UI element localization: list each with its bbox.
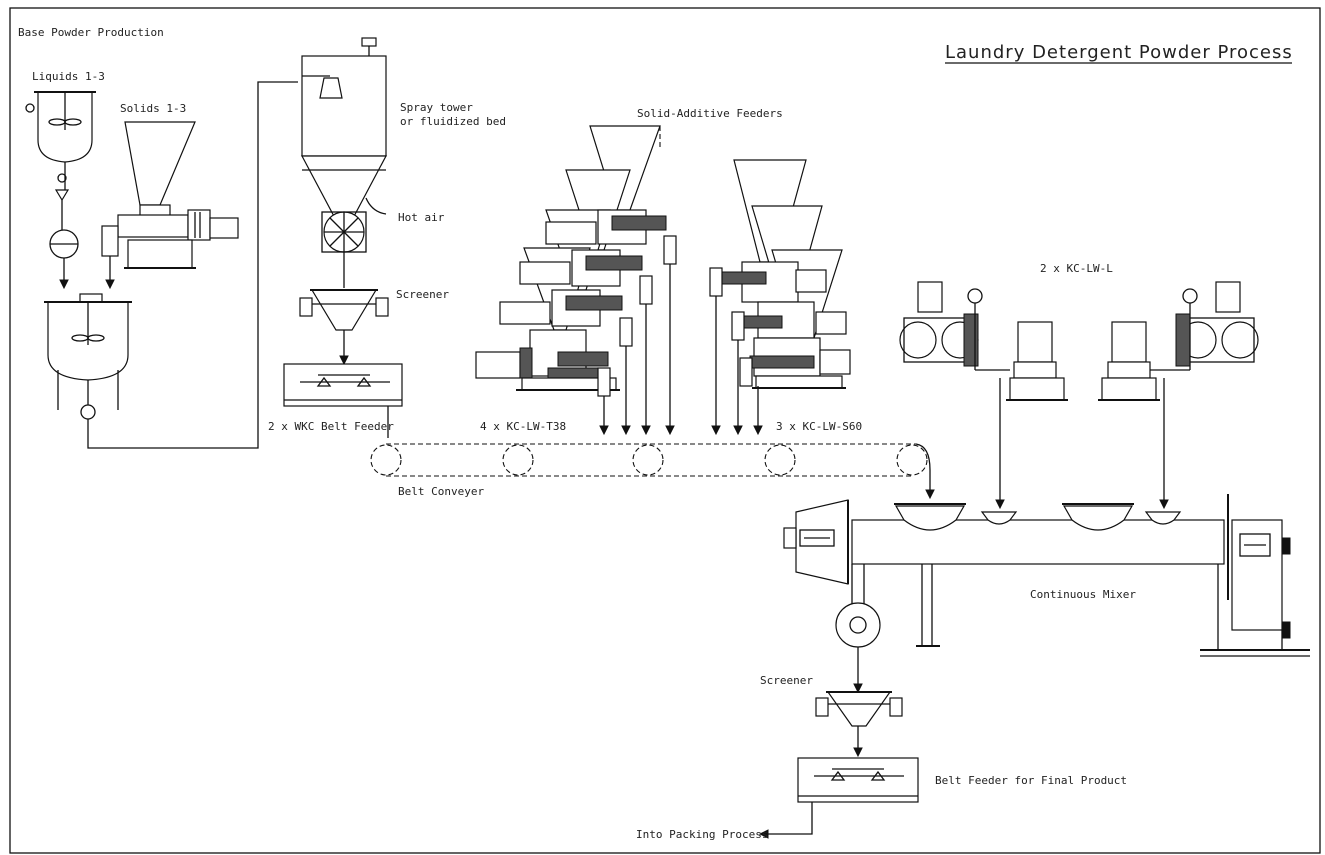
label-continuous-mixer: Continuous Mixer xyxy=(1030,588,1136,601)
label-kc-lw-s60: 3 x KC-LW-S60 xyxy=(776,420,862,433)
label-spray-tower-2: or fluidized bed xyxy=(400,115,506,128)
feeders-kc-lw-l: 2 x KC-LW-L xyxy=(899,262,1259,510)
continuous-mixer: Continuous Mixer xyxy=(783,494,1310,694)
label-spray-tower-1: Spray tower xyxy=(400,101,473,114)
belt-feeder-final: Belt Feeder for Final Product Into Packi… xyxy=(636,757,1127,841)
label-wkc-belt-feeder: 2 x WKC Belt Feeder xyxy=(268,420,394,433)
label-solids: Solids 1-3 xyxy=(120,102,186,115)
feeders-kc-lw-t38: Solid-Additive Feeders xyxy=(475,107,783,436)
belt-conveyer: Belt Conveyer xyxy=(370,443,935,500)
label-into-packing: Into Packing Process xyxy=(636,828,768,841)
solids-feeder: Solids 1-3 xyxy=(101,102,239,290)
liquids-tank: Liquids 1-3 xyxy=(25,70,105,290)
label-kc-lw-t38: 4 x KC-LW-T38 xyxy=(480,420,566,433)
label-belt-feeder-final: Belt Feeder for Final Product xyxy=(935,774,1127,787)
label-hot-air: Hot air xyxy=(398,211,445,224)
screener-top: Screener xyxy=(299,288,449,366)
label-solid-additive-feeders: Solid-Additive Feeders xyxy=(637,107,783,120)
label-belt-conveyer: Belt Conveyer xyxy=(398,485,484,498)
label-screener-bottom: Screener xyxy=(760,674,813,687)
screener-bottom: Screener xyxy=(760,674,903,758)
wkc-belt-feeder: 2 x WKC Belt Feeder xyxy=(268,363,403,438)
diagram-title: Laundry Detergent Powder Process xyxy=(945,42,1293,63)
mixing-tank xyxy=(44,81,298,449)
label-kc-lw-l: 2 x KC-LW-L xyxy=(1040,262,1113,275)
feeders-kc-lw-s60: 3 x KC-LW-S60 xyxy=(709,159,862,436)
diagram-border xyxy=(9,7,1321,854)
label-liquids: Liquids 1-3 xyxy=(32,70,105,83)
spray-tower: Hot air Spray tower or fluidized bed xyxy=(301,37,506,288)
label-base-powder: Base Powder Production xyxy=(18,26,164,39)
label-screener-top: Screener xyxy=(396,288,449,301)
